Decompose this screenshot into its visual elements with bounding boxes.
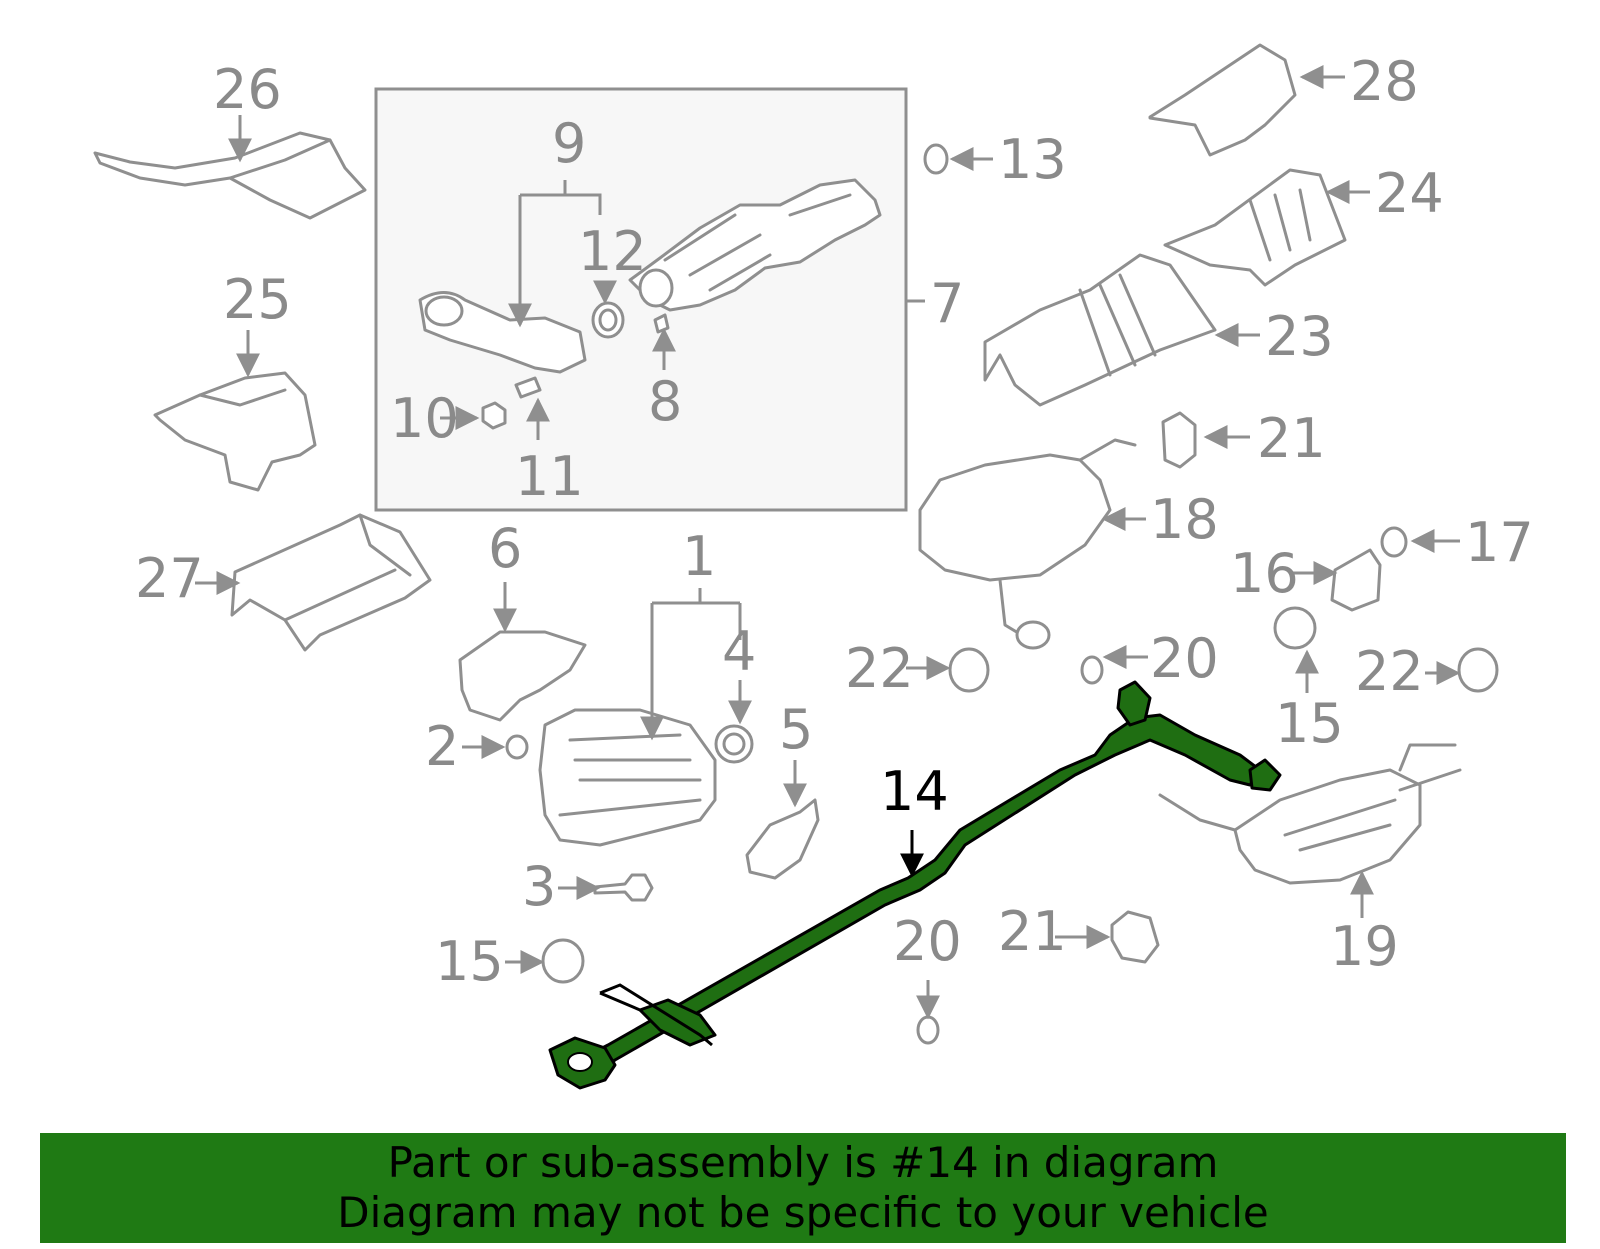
notice-line-2: Diagram may not be specific to your vehi…: [337, 1188, 1269, 1237]
callout-20-lower: 20: [893, 910, 962, 973]
part-7-catalytic-converter: [628, 178, 882, 312]
part-21-insulator-upper: [1161, 411, 1197, 469]
part-28-heat-shield: [1148, 43, 1297, 157]
callout-19: 19: [1330, 915, 1399, 978]
part-14-intermediate-pipe: [548, 680, 1282, 1090]
part-16-hanger: [1330, 548, 1382, 612]
callout-8: 8: [648, 370, 682, 433]
callout-22-right: 22: [1355, 640, 1424, 703]
part-25-heat-shield: [153, 371, 317, 492]
part-15-insulator-right: [1273, 606, 1317, 650]
callout-9: 9: [552, 112, 586, 175]
callout-20-upper: 20: [1150, 627, 1219, 690]
callout-13: 13: [998, 128, 1067, 191]
callout-22-left: 22: [845, 637, 914, 700]
part-11-stud: [514, 376, 542, 399]
part-23-heat-shield: [983, 253, 1217, 407]
callout-15-right: 15: [1275, 692, 1344, 755]
callout-3: 3: [522, 855, 556, 918]
callout-1: 1: [682, 525, 716, 588]
part-10-nut: [481, 401, 507, 430]
part-24-heat-shield: [1163, 168, 1347, 287]
callout-2: 2: [425, 715, 459, 778]
callout-16: 16: [1230, 542, 1299, 605]
callout-10: 10: [390, 387, 459, 450]
callout-6: 6: [488, 517, 522, 580]
callout-7: 7: [930, 272, 964, 335]
callout-5: 5: [779, 698, 813, 761]
part-21-insulator-lower: [1110, 910, 1160, 964]
part-26-heat-shield: [93, 131, 367, 220]
part-3-bolt: [593, 873, 654, 902]
callout-21-upper: 21: [1257, 407, 1326, 470]
part-15-insulator-left: [541, 938, 585, 984]
part-6-heat-shield: [458, 630, 587, 722]
callout-23: 23: [1265, 305, 1334, 368]
part-2-ring: [505, 734, 529, 760]
part-22-insulator-left: [948, 647, 990, 693]
part-27-heat-shield: [230, 513, 432, 652]
callout-15-left: 15: [435, 930, 504, 993]
notice-banner: Part or sub-assembly is #14 in diagram D…: [40, 1133, 1566, 1243]
part-19-muffler: [1233, 768, 1422, 885]
callout-17: 17: [1465, 511, 1534, 574]
part-20-ring-lower: [916, 1015, 940, 1045]
callout-24: 24: [1375, 162, 1444, 225]
part-22-insulator-right: [1457, 647, 1499, 693]
callout-21-lower: 21: [998, 900, 1067, 963]
part-8-gasket: [653, 313, 670, 334]
callout-12: 12: [578, 220, 647, 283]
callout-11: 11: [515, 445, 584, 508]
callout-28: 28: [1350, 50, 1419, 113]
part-1-exhaust-manifold: [538, 708, 717, 847]
callout-27: 27: [135, 547, 204, 610]
part-5-gasket: [745, 798, 820, 880]
callout-25: 25: [223, 268, 292, 331]
part-17-gasket: [1380, 526, 1408, 558]
notice-line-1: Part or sub-assembly is #14 in diagram: [387, 1138, 1219, 1187]
part-12-seal-ring: [591, 301, 625, 339]
part-4-seal-ring: [714, 724, 754, 764]
callout-18: 18: [1150, 488, 1219, 551]
callout-4: 4: [722, 620, 756, 683]
part-13-gasket-ring: [923, 143, 949, 175]
part-18-muffler: [918, 453, 1112, 582]
part-20-ring-upper: [1080, 655, 1104, 685]
callout-14: 14: [880, 760, 949, 823]
callout-26: 26: [213, 58, 282, 121]
